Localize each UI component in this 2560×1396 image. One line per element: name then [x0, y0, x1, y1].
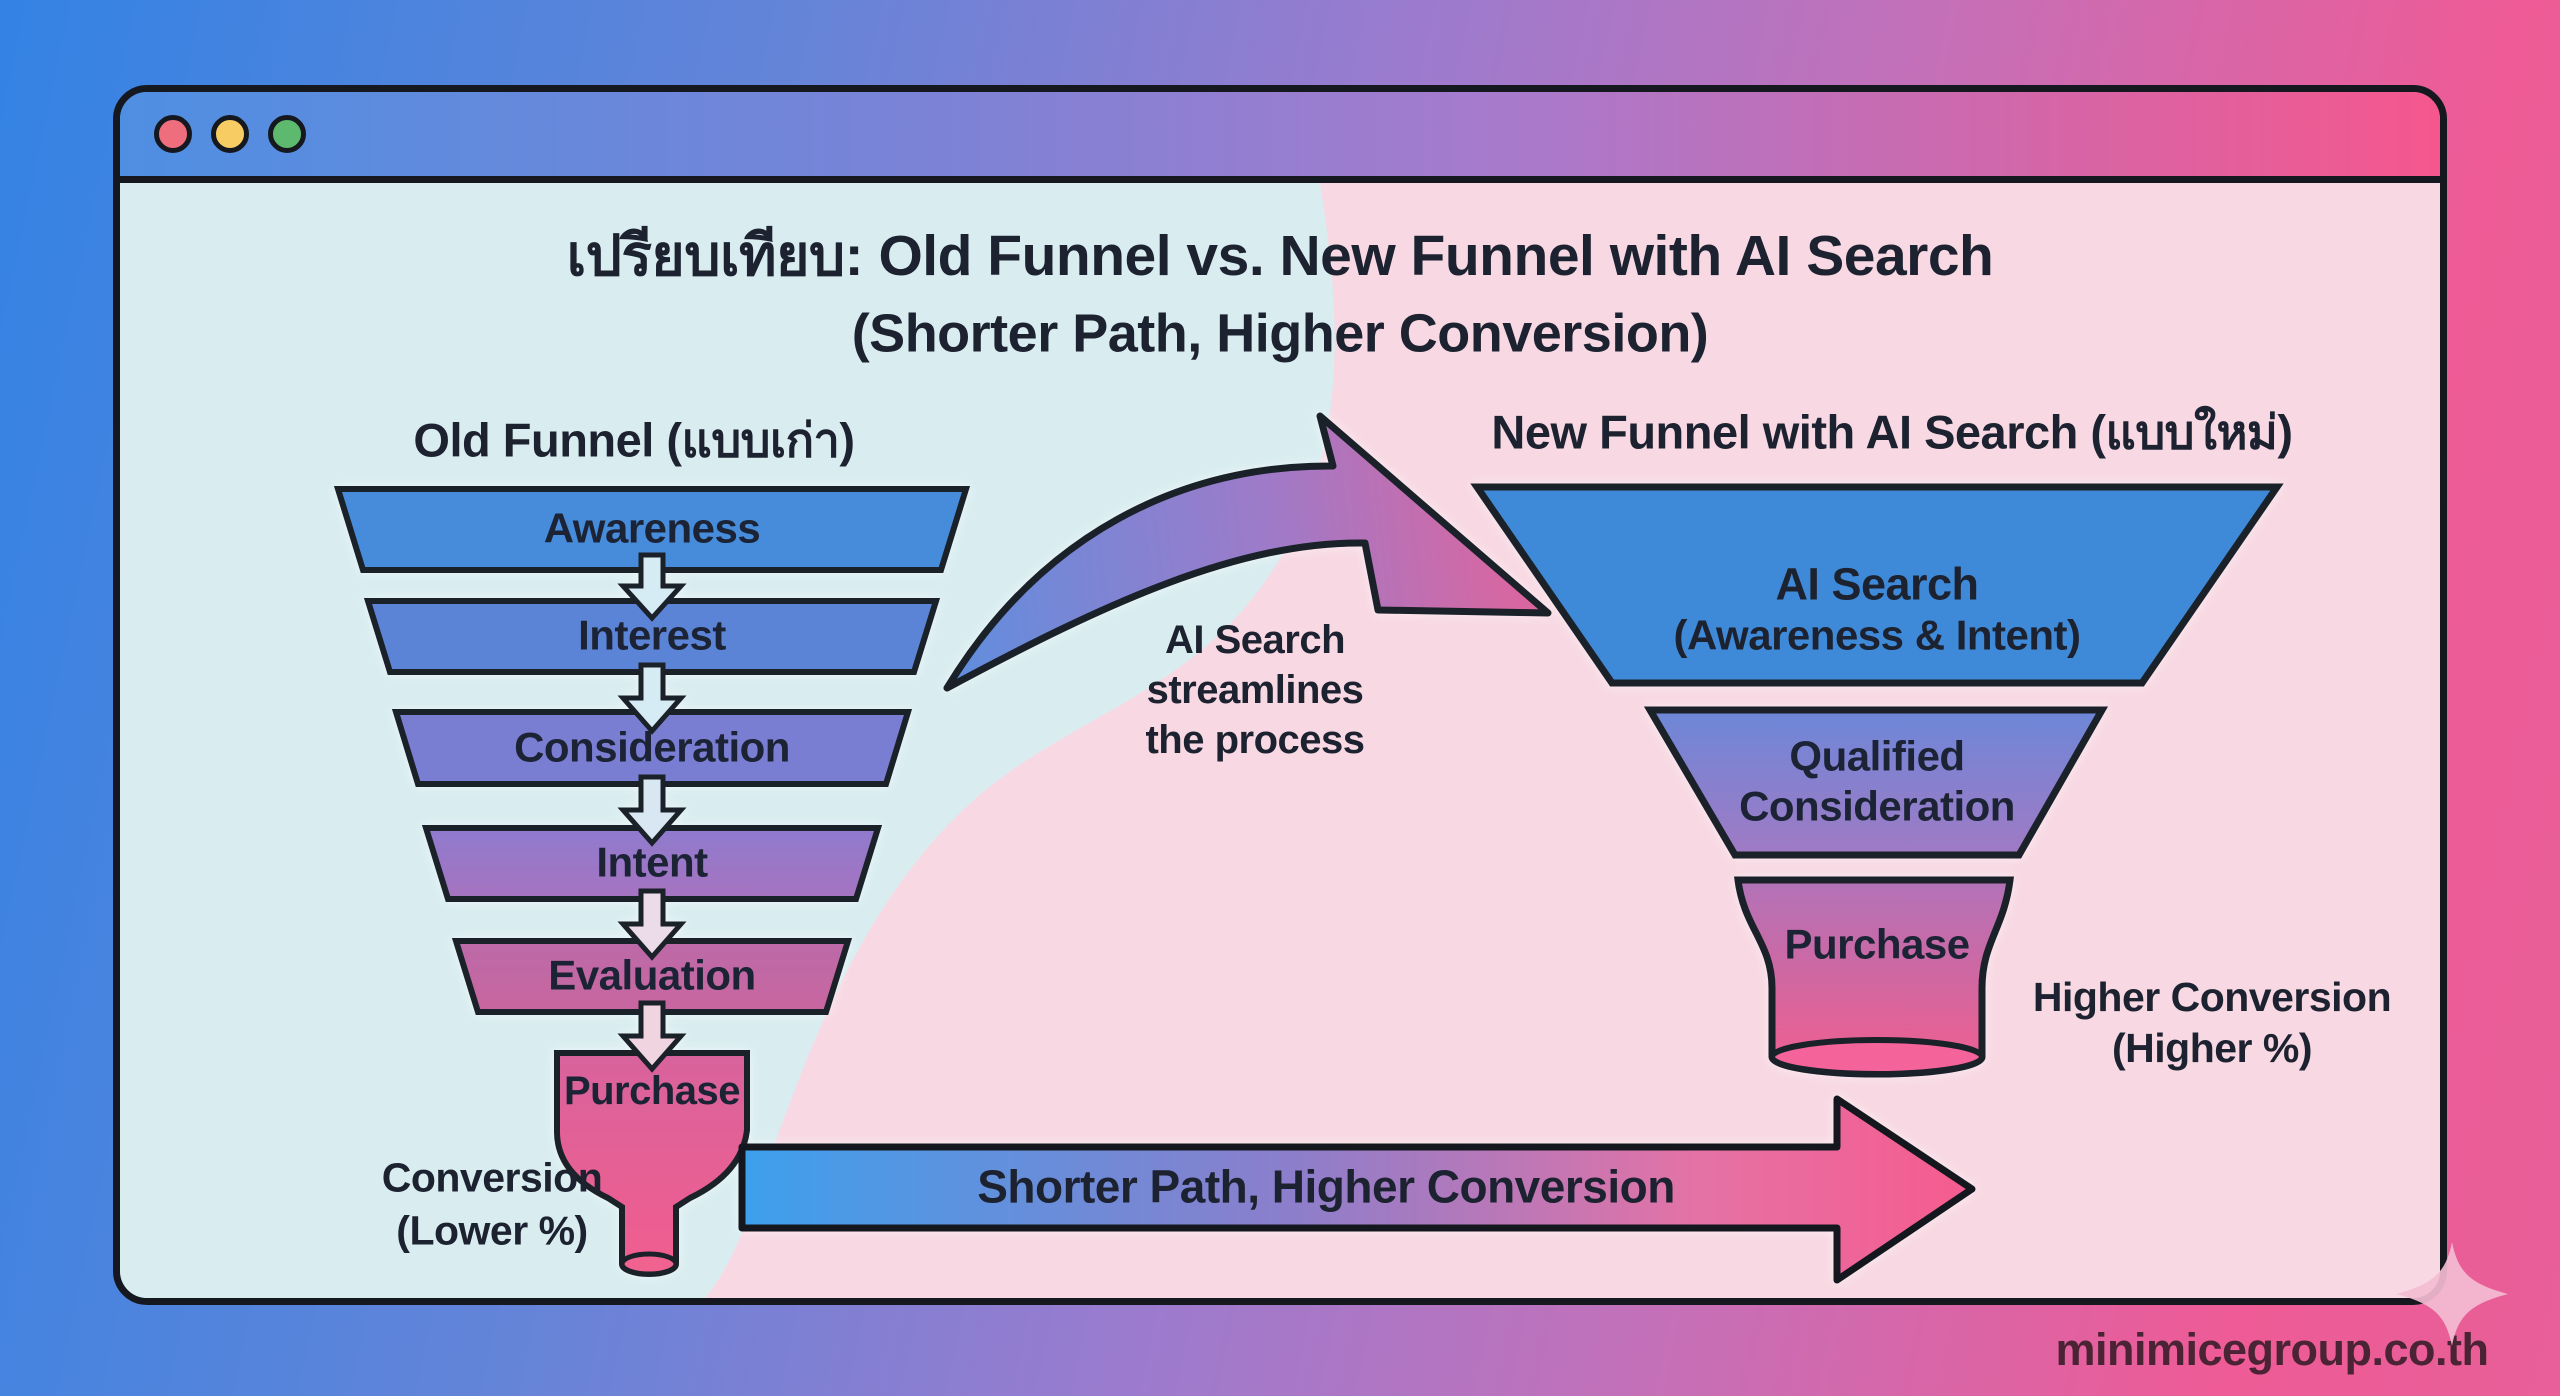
stage-label-new-purchase: Purchase	[1784, 920, 1970, 968]
higher-conversion-line2: (Higher %)	[2112, 1025, 2313, 1071]
conversion-label-line1: Conversion	[381, 1154, 603, 1201]
old-funnel-stage-intent	[421, 825, 883, 902]
transition-line2: streamlines	[1146, 668, 1364, 712]
new-funnel-spout	[1769, 1037, 1985, 1077]
higher-conversion-line1: Higher Conversion	[2032, 973, 2392, 1020]
new-funnel-heading: New Funnel with AI Search (แบบใหม่)	[1491, 405, 2293, 459]
website-url: minimicegroup.co.th	[2055, 1324, 2489, 1375]
funnel-diagram	[333, 412, 2284, 1284]
old-funnel-spout	[619, 1251, 679, 1277]
stage-label-awareness: Awareness	[543, 504, 761, 552]
old-funnel-outcome-label: Conversion (Lower %)	[382, 1152, 603, 1259]
old-funnel-heading: Old Funnel (แบบเก่า)	[413, 413, 855, 467]
new-funnel-stage-ai-search	[1470, 483, 2284, 687]
conversion-label-line2: (Lower %)	[396, 1208, 588, 1254]
pink-region	[705, 183, 2440, 1298]
page-title-line2: (Shorter Path, Higher Conversion)	[851, 303, 1709, 364]
down-arrow-icon	[617, 662, 687, 735]
transition-line1: AI Search	[1164, 618, 1346, 662]
down-arrow-icon	[617, 888, 687, 961]
qualified-line2: Consideration	[1739, 782, 2015, 829]
shorter-path-arrow	[738, 1095, 1976, 1284]
ai-search-line1: AI Search	[1775, 558, 1979, 610]
stage-label-consideration: Consideration	[514, 723, 790, 771]
window-content: เปรียบเทียบ: Old Funnel vs. New Funnel w…	[120, 183, 2440, 1298]
background-split	[705, 183, 2440, 1298]
old-funnel-stage-awareness	[333, 486, 971, 573]
sparkle-icon	[2396, 1242, 2508, 1346]
old-funnel-stage-interest	[363, 598, 941, 675]
qualified-line1: Qualified	[1789, 732, 1965, 780]
transition-line3: the process	[1145, 718, 1365, 762]
ai-search-line2: (Awareness & Intent)	[1673, 611, 2082, 659]
stage-label-interest: Interest	[578, 611, 726, 659]
maximize-button-icon[interactable]	[268, 115, 306, 153]
page-title-line1: เปรียบเทียบ: Old Funnel vs. New Funnel w…	[566, 223, 1994, 288]
close-button-icon[interactable]	[154, 115, 192, 153]
shorter-path-arrow-label: Shorter Path, Higher Conversion	[977, 1160, 1675, 1213]
stage-label-qualified-consideration: Qualified Consideration	[1739, 731, 2015, 830]
curved-transition-arrow	[943, 412, 1552, 692]
stage-label-evaluation: Evaluation	[548, 951, 756, 999]
old-funnel-stage-evaluation	[451, 938, 853, 1015]
old-funnel-stage-consideration	[391, 709, 913, 787]
down-arrow-icon	[617, 774, 687, 847]
new-funnel-outcome-label: Higher Conversion (Higher %)	[2032, 972, 2392, 1075]
minimize-button-icon[interactable]	[211, 115, 249, 153]
down-arrow-icon	[617, 1000, 687, 1073]
stage-label-purchase: Purchase	[563, 1068, 741, 1113]
browser-window: เปรียบเทียบ: Old Funnel vs. New Funnel w…	[113, 85, 2447, 1305]
window-titlebar	[120, 92, 2440, 183]
new-funnel-stage-qualified-consideration	[1643, 706, 2109, 859]
stage-label-intent: Intent	[596, 838, 708, 886]
transition-annotation: AI Search streamlines the process	[1145, 615, 1365, 765]
down-arrow-icon	[617, 552, 687, 622]
stage-label-ai-search: AI Search (Awareness & Intent)	[1673, 558, 2082, 661]
